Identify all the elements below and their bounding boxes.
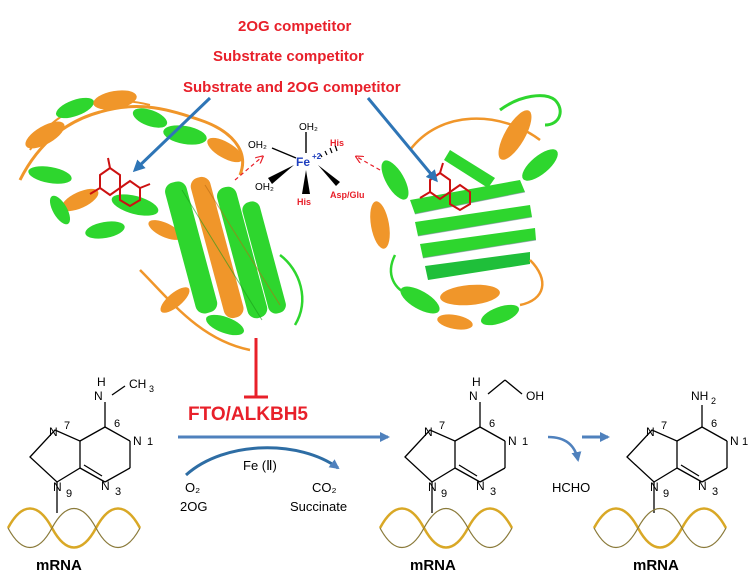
- fe-residue-his-upper: His: [330, 138, 344, 148]
- mrna-label-3: mRNA: [633, 557, 679, 574]
- m6a-substituent-ch: CH: [129, 377, 146, 391]
- a-n1-num: 1: [742, 436, 748, 448]
- hm6a-substituent-h: H: [472, 375, 481, 389]
- alkbh5-fe-pointer: [357, 157, 381, 171]
- heading-2og-competitor: 2OG competitor: [238, 18, 352, 35]
- mrna-wave-1: [6, 507, 142, 549]
- molecule-adenosine: [626, 405, 728, 513]
- mrna-wave-2: [378, 507, 514, 549]
- m6a-n1-num: 1: [147, 436, 153, 448]
- byproduct-hcho-label: HCHO: [552, 480, 590, 495]
- alkbh5-ligand: [419, 162, 471, 212]
- molecule-m6a: [29, 385, 131, 513]
- m6a-n1: N: [133, 434, 142, 448]
- hm6a-substituent-n: N: [469, 389, 478, 403]
- a-substituent-nh: NH: [691, 389, 708, 403]
- fe-ligand-water-top: OH₂: [299, 122, 318, 133]
- hm6a-n3: N: [476, 479, 485, 493]
- input-oxygen-label: O₂: [185, 480, 200, 495]
- inhibition-marker: [244, 338, 268, 399]
- m6a-substituent-3: 3: [149, 384, 154, 394]
- m6a-substituent-n: N: [94, 389, 103, 403]
- fto-helix-bundle: [139, 176, 304, 352]
- output-co2-label: CO₂: [312, 480, 337, 495]
- fto-ligand: [89, 157, 151, 208]
- a-n3-num: 3: [712, 486, 718, 498]
- mrna-wave-3: [592, 507, 728, 549]
- heading-arrow-right: [366, 97, 438, 183]
- heading-arrow-left: [132, 96, 212, 173]
- m6a-n9: N: [53, 480, 62, 494]
- a-c6-num: 6: [711, 418, 717, 430]
- hm6a-n9: N: [428, 480, 437, 494]
- a-substituent-2: 2: [711, 396, 716, 406]
- hm6a-n3-num: 3: [490, 486, 496, 498]
- output-succinate-label: Succinate: [290, 499, 347, 514]
- a-n3: N: [698, 479, 707, 493]
- protein-fto-structure: [18, 90, 304, 352]
- hm6a-n1-num: 1: [522, 436, 528, 448]
- hm6a-n7-num: 7: [439, 420, 445, 432]
- m6a-n7: N: [49, 425, 58, 439]
- a-n7: N: [646, 425, 655, 439]
- heading-substrate-2og-competitor: Substrate and 2OG competitor: [183, 79, 401, 96]
- a-n7-num: 7: [661, 420, 667, 432]
- fe-metal-label: Fe: [296, 155, 310, 169]
- heading-substrate-competitor: Substrate competitor: [213, 48, 364, 65]
- fto-helices: [25, 90, 243, 240]
- m6a-n3: N: [101, 479, 110, 493]
- m6a-substituent-h: H: [97, 375, 106, 389]
- hm6a-substituent-oh: OH: [526, 389, 544, 403]
- hm6a-n1: N: [508, 434, 517, 448]
- a-n9: N: [650, 480, 659, 494]
- fe-ligand-water-left: OH₂: [248, 140, 267, 151]
- cofactor-curve-arrow: [184, 446, 340, 477]
- mrna-label-1: mRNA: [36, 557, 82, 574]
- fto-fe-pointer: [234, 157, 262, 181]
- alkbh5-beta-sheets: [410, 150, 537, 280]
- m6a-n7-num: 7: [64, 420, 70, 432]
- fe-residue-asp-glu: Asp/Glu: [330, 190, 365, 200]
- fe-ligand-water-bottom: OH₂: [255, 182, 274, 193]
- protein-alkbh5-structure: [357, 94, 562, 330]
- molecule-hm6a: [404, 379, 523, 513]
- m6a-c6-num: 6: [114, 418, 120, 430]
- fe-charge-label: +2: [312, 152, 322, 161]
- input-2og-label: 2OG: [180, 499, 207, 514]
- enzyme-label: FTO/ALKBH5: [188, 404, 308, 425]
- hm6a-n9-num: 9: [441, 488, 447, 500]
- a-n9-num: 9: [663, 488, 669, 500]
- m6a-n3-num: 3: [115, 486, 121, 498]
- fe-coordination-complex: OH₂ OH₂ OH₂ Fe +2 His His Asp/Glu: [248, 122, 365, 207]
- a-n1: N: [730, 434, 739, 448]
- mrna-label-2: mRNA: [410, 557, 456, 574]
- hm6a-c6-num: 6: [489, 418, 495, 430]
- cofactor-iron-label: Fe (Ⅱ): [243, 458, 277, 473]
- hcho-branch-arrow: [547, 435, 582, 462]
- m6a-n9-num: 9: [66, 488, 72, 500]
- fe-residue-his-lower: His: [297, 197, 311, 207]
- hm6a-n7: N: [424, 425, 433, 439]
